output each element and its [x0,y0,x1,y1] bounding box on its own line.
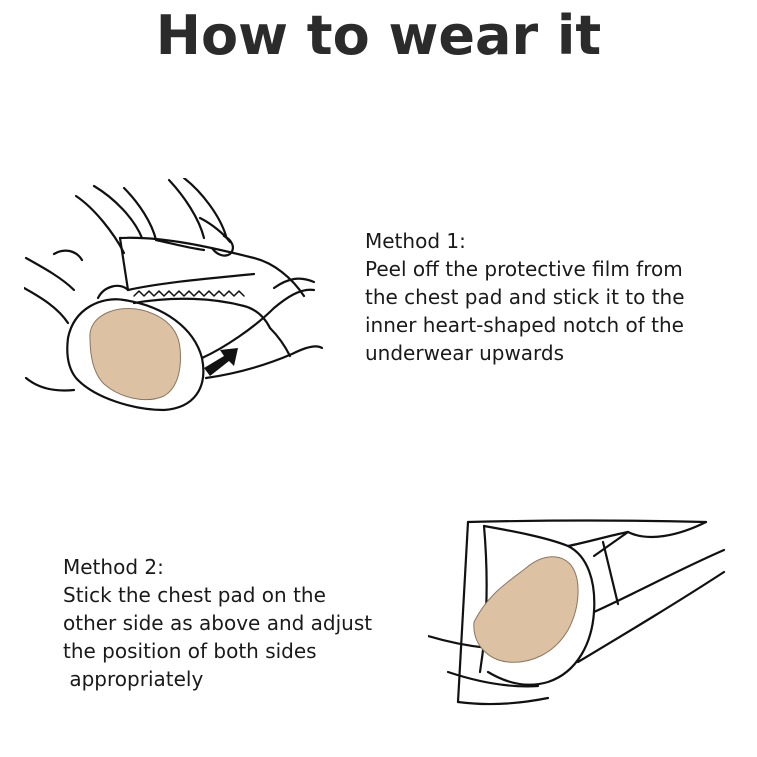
method-1-line: underwear upwards [365,341,565,365]
method-2-line: Stick the chest pad on the [63,583,326,607]
page-title: How to wear it [155,4,602,67]
method-1-line: the chest pad and stick it to the [365,285,685,309]
method-1-line: Peel off the protective film from [365,257,683,281]
method-2-instructions: Method 2: Stick the chest pad on the oth… [63,553,423,693]
method-2-line: other side as above and adjust [63,611,373,635]
chest-pad-in-bra-cup-illustration [426,512,728,712]
method-1-line: inner heart-shaped notch of the [365,313,684,337]
chest-pad-in-bra-drawing [426,519,726,706]
method-2-line: the position of both sides [63,639,317,663]
hands-applying-chest-pad-drawing [22,176,324,412]
hands-applying-chest-pad-illustration [22,176,324,418]
method-2-line: appropriately [63,667,204,691]
method-1-instructions: Method 1: Peel off the protective film f… [365,227,750,367]
method-1-heading: Method 1: [365,229,466,253]
method-2-heading: Method 2: [63,555,164,579]
